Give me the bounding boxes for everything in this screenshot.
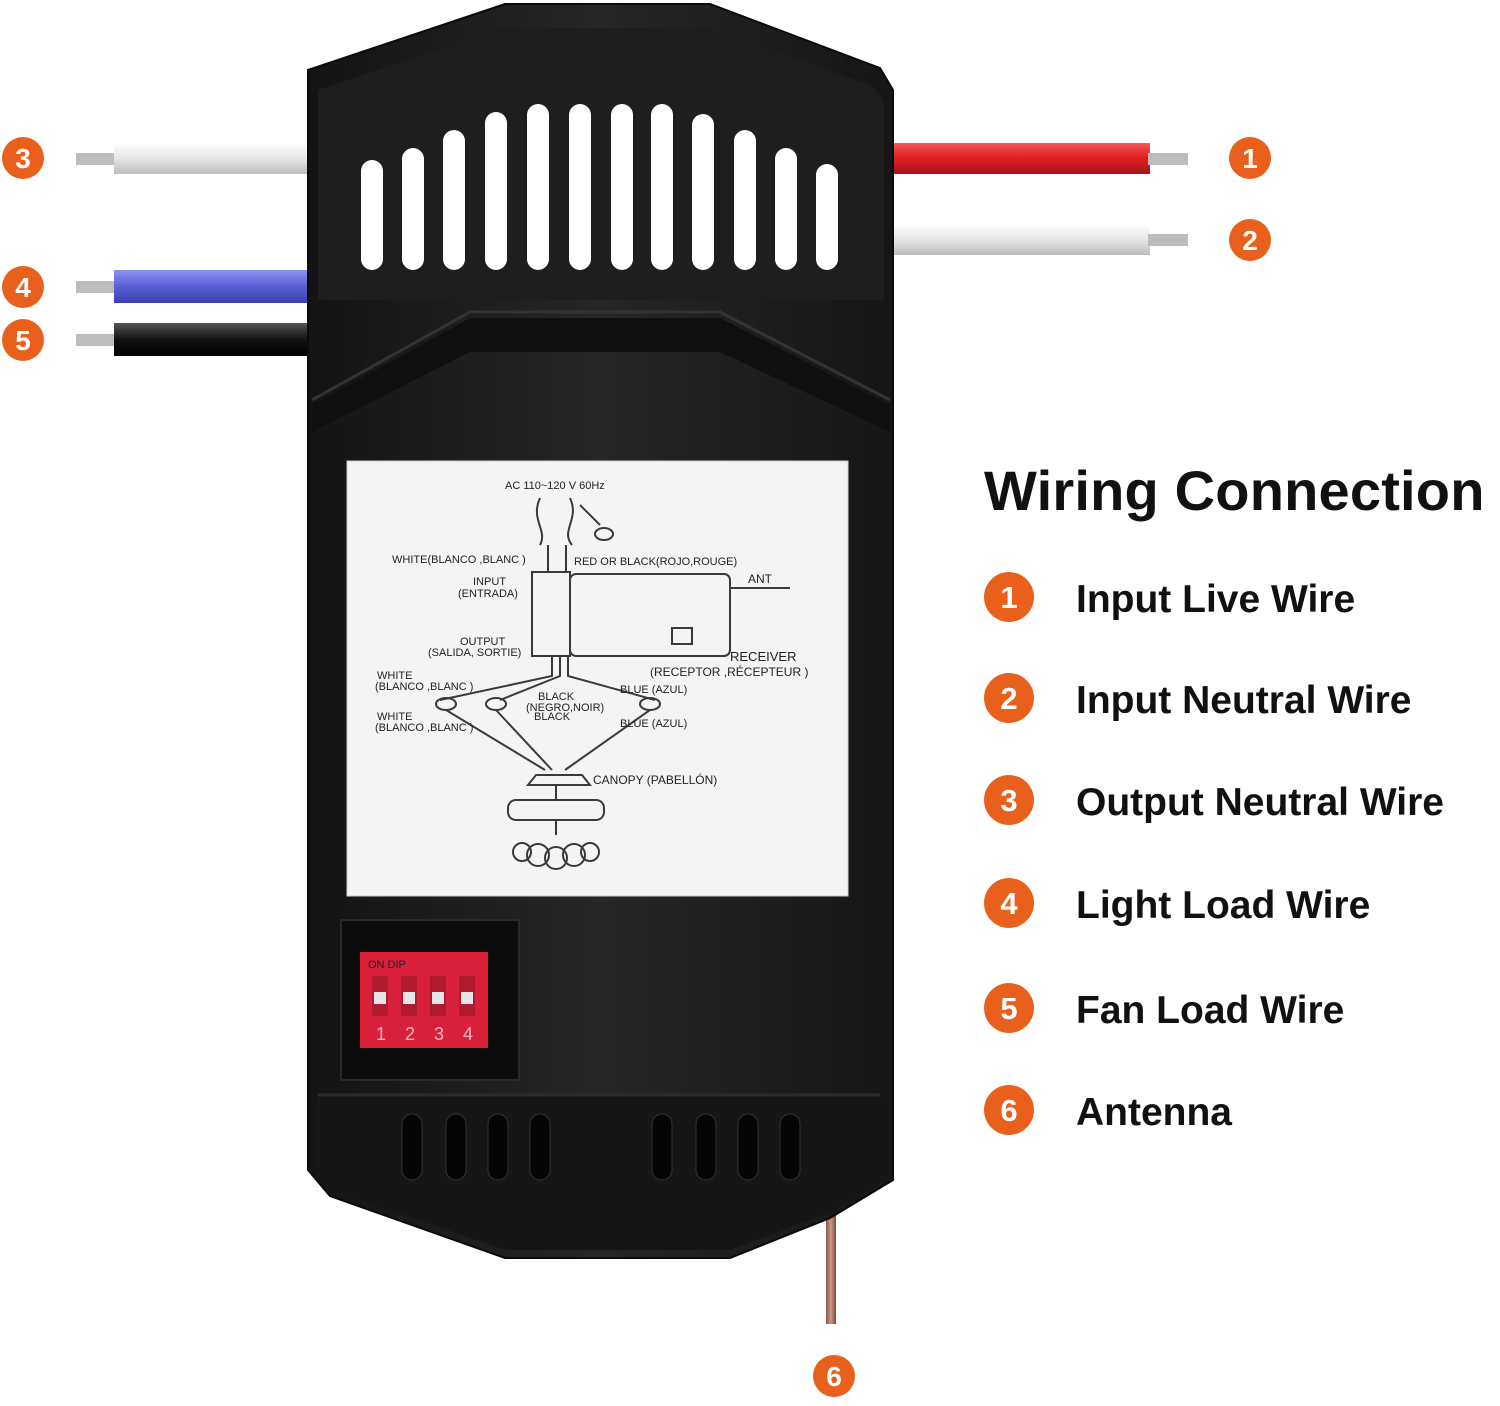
vent-slot <box>695 1113 717 1181</box>
sticker-output-es: (SALIDA, SORTIE) <box>428 647 521 659</box>
wire-5-fan-load <box>76 323 312 356</box>
sticker-blue-2: BLUE (AZUL) <box>620 718 687 730</box>
legend-item-1: 1 Input Live Wire <box>984 572 1494 626</box>
vent-slot <box>402 148 424 270</box>
vent-slot <box>734 130 756 270</box>
vent-slot <box>692 114 714 270</box>
dip-toggle <box>374 992 386 1004</box>
vent-slot <box>401 1113 423 1181</box>
vent-slot <box>816 164 838 270</box>
sticker-canopy: CANOPY (PABELLÓN) <box>593 772 717 787</box>
legend-item-5: 5 Fan Load Wire <box>984 983 1494 1037</box>
bottom-vent-slots <box>401 1113 801 1181</box>
callout-badge-5 <box>2 319 44 361</box>
wire-4-light-load <box>76 270 312 303</box>
vent-slot <box>569 104 591 270</box>
sticker-red-black: RED OR BLACK(ROJO,ROUGE) <box>574 556 737 568</box>
legend-label: Fan Load Wire <box>1076 989 1345 1032</box>
callout-badge-2 <box>1229 219 1271 261</box>
vent-slot <box>651 104 673 270</box>
vent-slot <box>361 160 383 270</box>
legend-item-2: 2 Input Neutral Wire <box>984 673 1494 727</box>
sticker-white-top: WHITE(BLANCO ,BLANC ) <box>392 554 526 566</box>
sticker-black: BLACK <box>538 691 575 703</box>
dip-number: 2 <box>405 1024 415 1044</box>
legend-item-4: 4 Light Load Wire <box>984 878 1494 932</box>
sticker-input-es: (ENTRADA) <box>458 588 518 600</box>
legend-badge: 5 <box>984 983 1034 1033</box>
legend-label: Output Neutral Wire <box>1076 781 1444 824</box>
wiring-sticker: AC 110~120 V 60Hz WHITE(BLANCO ,BLANC ) … <box>346 460 849 897</box>
legend-label: Light Load Wire <box>1076 884 1371 927</box>
vent-slot <box>487 1113 509 1181</box>
dip-toggle <box>403 992 415 1004</box>
legend-label: Antenna <box>1076 1091 1232 1134</box>
dip-toggle <box>461 992 473 1004</box>
sticker-black-es: (NEGRO,NOIR) <box>526 702 604 714</box>
vent-slot <box>779 1113 801 1181</box>
callout-number: 4 <box>15 272 31 303</box>
vent-slot <box>737 1113 759 1181</box>
sticker-white-2: WHITE <box>377 711 412 723</box>
callout-badge-3 <box>2 137 44 179</box>
top-vent-slots <box>361 104 838 270</box>
sticker-input: INPUT <box>473 576 506 588</box>
antenna-wire <box>826 1196 836 1324</box>
callout-number: 1 <box>1242 143 1258 174</box>
sticker-receiver-es: (RECEPTOR ,RÉCEPTEUR ) <box>650 664 808 679</box>
vent-slot <box>443 130 465 270</box>
legend-badge: 1 <box>984 572 1034 622</box>
sticker-white-1-es: (BLANCO ,BLANC ) <box>375 681 473 693</box>
dip-switch-header: ON DIP <box>368 959 406 971</box>
sticker-white-1: WHITE <box>377 670 412 682</box>
sticker-ant: ANT <box>748 572 773 586</box>
legend-label: Input Live Wire <box>1076 578 1356 621</box>
sticker-receiver: RECEIVER <box>730 649 796 664</box>
sticker-black-2: BLACK <box>534 711 571 723</box>
callout-number: 5 <box>15 325 31 356</box>
dip-number: 1 <box>376 1024 386 1044</box>
legend-item-3: 3 Output Neutral Wire <box>984 775 1494 829</box>
vent-slot <box>527 104 549 270</box>
callout-number: 2 <box>1242 225 1258 256</box>
callout-number: 6 <box>826 1361 842 1392</box>
callout-badge-6 <box>813 1355 855 1397</box>
dip-toggle <box>432 992 444 1004</box>
wire-1-input-live <box>886 143 1188 174</box>
vent-slot <box>529 1113 551 1181</box>
callout-number: 3 <box>15 143 31 174</box>
sticker-white-2-es: (BLANCO ,BLANC ) <box>375 722 473 734</box>
legend-badge: 2 <box>984 673 1034 723</box>
legend-badge: 4 <box>984 878 1034 928</box>
legend-item-6: 6 Antenna <box>984 1085 1494 1139</box>
legend-label: Input Neutral Wire <box>1076 679 1412 722</box>
wire-2-input-neutral <box>886 224 1188 255</box>
vent-slot <box>611 104 633 270</box>
vent-slot <box>651 1113 673 1181</box>
dip-number: 4 <box>463 1024 473 1044</box>
callout-badge-4 <box>2 266 44 308</box>
vent-slot <box>445 1113 467 1181</box>
legend-badge: 6 <box>984 1085 1034 1135</box>
vent-slot <box>775 148 797 270</box>
wire-3-output-neutral <box>76 143 312 174</box>
legend-title: Wiring Connection <box>984 459 1485 522</box>
sticker-output: OUTPUT <box>460 636 506 648</box>
dip-number: 3 <box>434 1024 444 1044</box>
legend-badge: 3 <box>984 775 1034 825</box>
callout-badge-1 <box>1229 137 1271 179</box>
sticker-blue-1: BLUE (AZUL) <box>620 684 687 696</box>
vent-slot <box>485 112 507 270</box>
sticker-power: AC 110~120 V 60Hz <box>505 480 605 492</box>
